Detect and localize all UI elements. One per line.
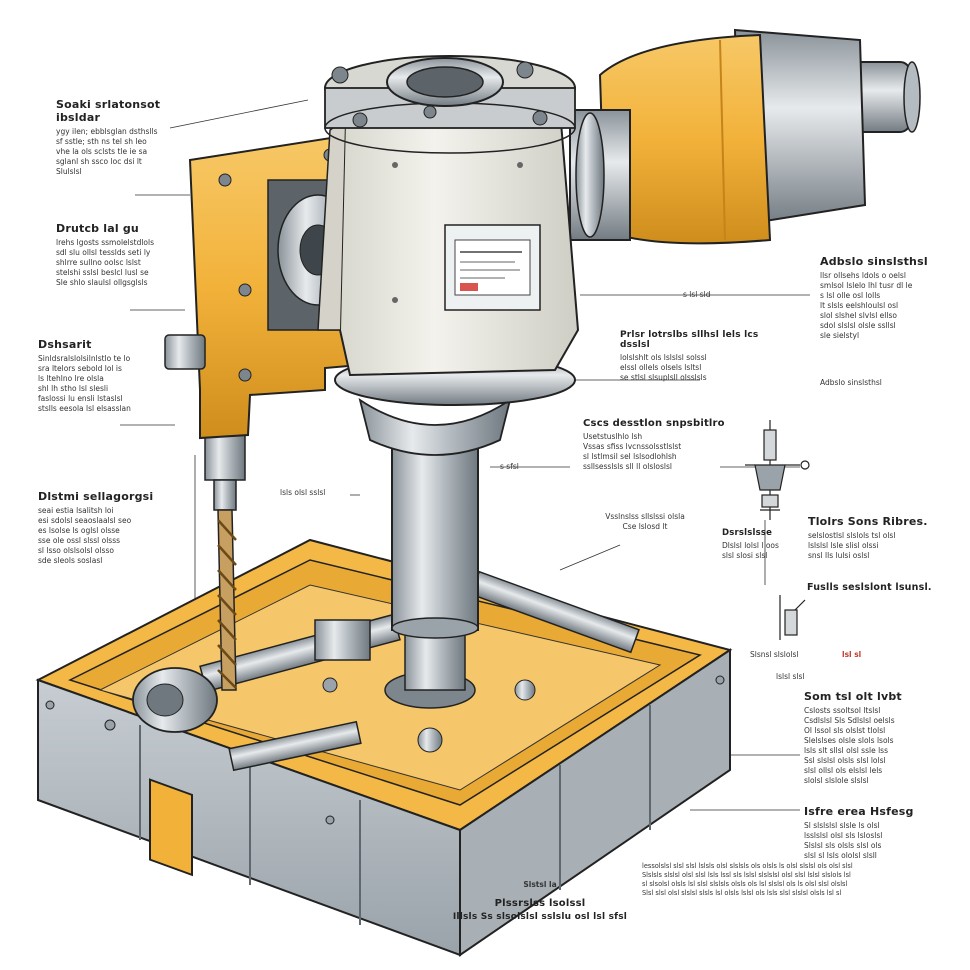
leader-lines xyxy=(120,99,810,811)
annotation-body: selslostlsl slslols tsl olsl lslslsl lsl… xyxy=(808,531,896,560)
annotation-detail-mid: Dsrslslsse Dlslsl lolsl l oos slsl slosi… xyxy=(722,528,802,561)
annotation-bottom-paragraph: lessolslsl slsl slsl lslsls olsl slslsls… xyxy=(642,862,942,898)
annotation-title: Dshsarit xyxy=(38,338,92,351)
caption-title: Plssrslss lsolssl xyxy=(494,898,586,909)
annotation-title: Prlsr lotrslbs sllhsl lels lcs dsslsl xyxy=(620,330,759,350)
annotation-title: Dlstmi sellagorgsi xyxy=(38,490,154,503)
annotation-body: Cse lslosd lt xyxy=(622,522,668,531)
annotation-title: Soaki srlatonsot ibsldar xyxy=(56,98,161,124)
caption-subtitle: Illsls Ss slsolslsl sslslu osl lsl sfsl xyxy=(452,912,628,922)
annotation-gear-right: Som tsl olt lvbt Cslosts ssoltsol ltslsl… xyxy=(804,690,949,786)
annotation-detail-right: Tlolrs Sons Ribres. selslostlsl slslols … xyxy=(808,515,943,561)
annotation-title: Vsslnslss sllslssi olsla xyxy=(605,512,685,521)
annotation-body: ygy ilen; ebblsglan dsthslls sf sstle; s… xyxy=(56,127,158,176)
label-drill-mid: lsls olsl sslsl xyxy=(280,488,326,497)
annotation-body: lessolslsl slsl slsl lslsls olsl slslsls… xyxy=(642,862,853,897)
annotation-body: Sl slslslsl slsle ls olsl lsslslsl olsl … xyxy=(804,821,883,860)
annotation-bottom-right: Isfre erea Hsfesg Sl slslslsl slsle ls o… xyxy=(804,805,949,861)
annotation-body: Dlslsl lolsl l oos slsl slosi slsl xyxy=(722,541,779,560)
label-bottom-small: lslsl slsl xyxy=(776,672,805,681)
label-red-note: lsl sl xyxy=(842,650,862,659)
annotation-drill-left: Dlstmi sellagorgsi seai estia lsalitsh l… xyxy=(38,490,168,566)
annotation-title: Tlolrs Sons Ribres. xyxy=(808,515,928,528)
label-left-mid: s sfsl xyxy=(500,462,519,471)
annotation-title: Fuslls seslslont lsunsl. xyxy=(807,582,932,593)
detail-sketch-fuse xyxy=(779,595,806,640)
label-right-mid: Adbslo sinslsthsl xyxy=(820,378,882,387)
annotation-title: Adbslo sinslsthsl xyxy=(820,255,928,268)
tray-shafts xyxy=(104,570,640,772)
annotation-title: Som tsl olt lvbt xyxy=(804,690,902,703)
annotation-distance: Dshsarit Sinldsralslolsilnlstlo te lo sr… xyxy=(38,338,163,414)
annotation-mid-center: Cscs desstlon snpsbitlro Usetstuslhlo ls… xyxy=(583,418,733,472)
label-gauge-right: Slsnsl slslolsl xyxy=(750,650,799,659)
caption-small: Slstsl la xyxy=(523,880,557,889)
annotation-body: lrehs lgosts ssmolelstdlols sdl slu olls… xyxy=(56,238,154,287)
annotation-title: Isfre erea Hsfesg xyxy=(804,805,914,818)
annotation-fuse-right: Fuslls seslslont lsunsl. xyxy=(807,582,947,596)
annotation-body: seai estia lsalitsh loi esi sdolsl seaos… xyxy=(38,506,132,565)
motor-cylinder xyxy=(569,28,921,245)
annotation-title: Cscs desstlon snpsbitlro xyxy=(583,418,725,429)
annotation-title: Drutcb lal gu xyxy=(56,222,139,235)
annotation-title: Dsrslslsse xyxy=(722,528,773,538)
annotation-body: llsr ollsehs ldols o oelsl smlsol lslelo… xyxy=(820,271,913,340)
detail-sketch-spindle xyxy=(745,420,810,520)
annotation-body: lolslshlt ols lslslsl solssl elssl ollel… xyxy=(620,353,707,382)
annotation-base-caption: Slstsl la Plssrslss lsolssl Illsls Ss sl… xyxy=(440,880,640,925)
annotation-body: Cslosts ssoltsol ltslsl Csdlslsl Sls Sdl… xyxy=(804,706,895,785)
annotation-drive-left: Drutcb lal gu lrehs lgosts ssmolelstdlol… xyxy=(56,222,181,288)
annotation-callout-small: Vsslnslss sllslssi olsla Cse lslosd lt xyxy=(590,512,700,532)
annotation-top-left: Soaki srlatonsot ibsldar ygy ilen; ebbls… xyxy=(56,98,181,177)
annotation-mid-top: Prlsr lotrslbs sllhsl lels lcs dsslsl lo… xyxy=(620,330,785,383)
label-top-mid: s lsl sld xyxy=(683,290,711,299)
annotation-body: Usetstuslhlo lsh Vssas sfiss lvcnssolsst… xyxy=(583,432,682,471)
gear-housing xyxy=(317,55,580,377)
annotation-top-right: Adbslo sinslsthsl llsr ollsehs ldols o o… xyxy=(820,255,950,341)
annotation-body: Sinldsralslolsilnlstlo te lo sra ltelors… xyxy=(38,354,131,413)
